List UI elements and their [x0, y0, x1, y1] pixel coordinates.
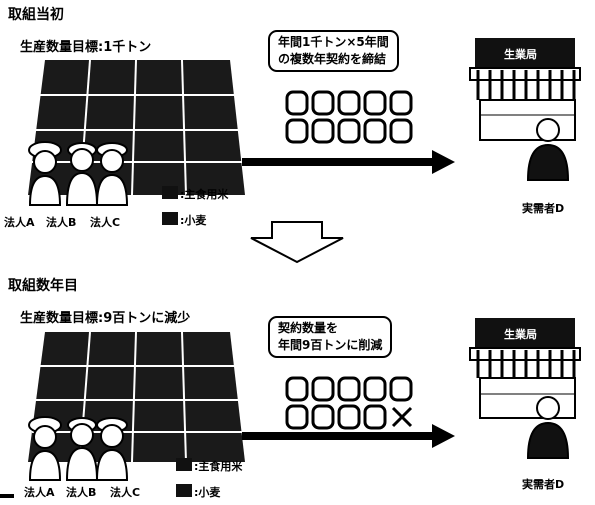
- section2-farmers: [28, 416, 129, 481]
- section1-legend-rice-swatch: [162, 186, 178, 199]
- section2-corp-c: 法人C: [110, 486, 141, 499]
- transition-arrow: [250, 221, 344, 264]
- section2-rice-bags: [285, 376, 413, 430]
- section2-contract-line1: 契約数量を: [278, 321, 339, 335]
- section1-arrow: [242, 150, 455, 174]
- section2-buyer-figure: [526, 396, 570, 459]
- section1-goal: 生産数量目標:1千トン: [20, 40, 152, 55]
- section2-title: 取組数年目: [8, 278, 78, 294]
- section2-legend-wheat-swatch: [176, 484, 192, 497]
- section2-legend-rice-swatch: [176, 458, 192, 471]
- corner-mark: [0, 494, 14, 498]
- section1-title: 取組当初: [8, 7, 64, 23]
- section1-buyer-figure: [526, 118, 570, 181]
- section1-buyer-label: 実需者D: [522, 202, 565, 215]
- section2-shop-sign: 生業局: [504, 328, 537, 341]
- section2-goal: 生産数量目標:9百トンに減少: [20, 311, 191, 326]
- section2-legend-wheat: :小麦: [194, 486, 221, 499]
- section2-contract-callout: 契約数量を 年間9百トンに削減: [268, 316, 393, 358]
- section1-shop: [469, 38, 581, 141]
- section1-contract-line1: 年間1千トン×5年間: [278, 35, 389, 49]
- section1-corp-c: 法人C: [90, 216, 121, 229]
- section1-farmers: [28, 141, 129, 206]
- section1-legend-wheat: :小麦: [180, 214, 207, 227]
- section2-legend-rice: :主食用米: [194, 460, 243, 473]
- section1-corp-b: 法人B: [46, 216, 77, 229]
- section2-buyer-label: 実需者D: [522, 478, 565, 491]
- section2-shop: [469, 318, 581, 419]
- section1-corp-a: 法人A: [4, 216, 35, 229]
- section1-field: [28, 59, 245, 196]
- removed-bag-icon: [391, 406, 413, 428]
- section1-legend-wheat-swatch: [162, 212, 178, 225]
- section1-shop-sign: 生業局: [504, 48, 537, 61]
- section1-contract-line2: の複数年契約を締結: [278, 52, 387, 66]
- section2-corp-b: 法人B: [66, 486, 97, 499]
- section2-arrow: [242, 424, 455, 448]
- section2-field: [28, 331, 245, 463]
- section1-rice-bags: [285, 90, 413, 144]
- section1-legend-rice: :主食用米: [180, 188, 229, 201]
- section2-corp-a: 法人A: [24, 486, 55, 499]
- section1-contract-callout: 年間1千トン×5年間 の複数年契約を締結: [268, 30, 399, 72]
- section2-contract-line2: 年間9百トンに削減: [278, 338, 383, 352]
